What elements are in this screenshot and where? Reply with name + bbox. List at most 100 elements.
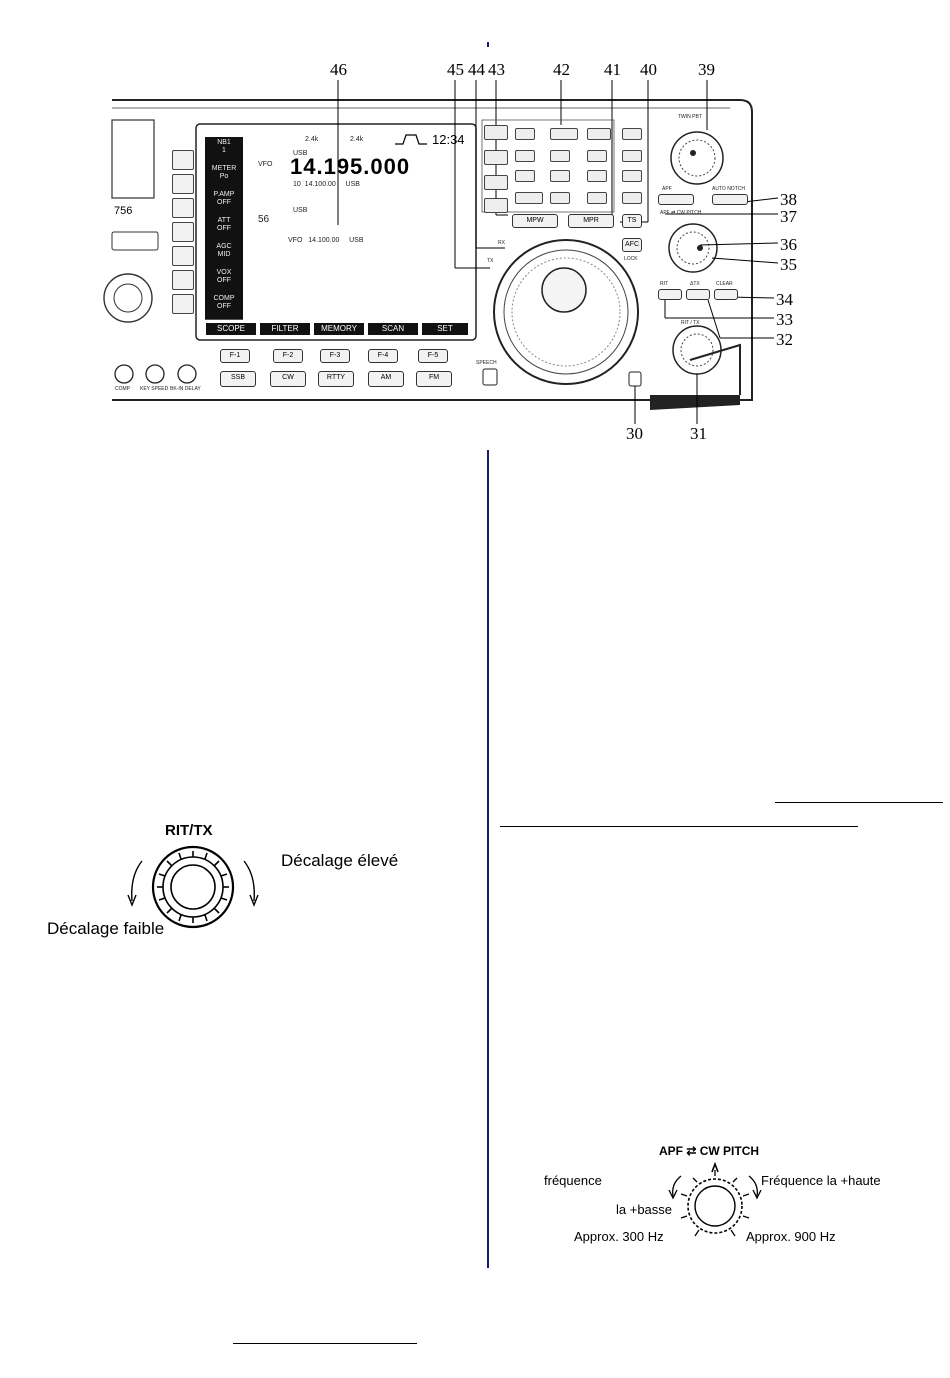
f5-key: F-5: [418, 349, 448, 363]
filter-shape-icon: [395, 134, 427, 145]
rtty-key: RTTY: [318, 371, 354, 387]
approx-300hz-label: Approx. 300 Hz: [574, 1229, 664, 1244]
softkey-filter: FILTER: [260, 323, 310, 335]
label-lock: LOCK: [624, 256, 638, 262]
mpr-key: MPR: [568, 214, 614, 228]
apf-cw-pitch-title: APF ⇄ CW PITCH: [659, 1144, 760, 1158]
underline: [500, 826, 858, 827]
high-offset-label: Décalage élevé: [281, 851, 399, 870]
keypad-key: [587, 128, 611, 140]
side-button: [172, 294, 194, 314]
column-divider: [487, 450, 489, 1268]
label-bk-in-delay: BK-IN DELAY: [170, 386, 201, 392]
side-button: [172, 150, 194, 170]
lcd-side-key-meter: METER Po: [205, 163, 243, 190]
keypad-key: [484, 125, 508, 140]
afc-key: AFC: [622, 238, 642, 252]
lcd-mode-top: USB: [293, 150, 308, 157]
lcd-side-key-nb1: NB1 1: [205, 137, 243, 164]
auto-notch-key: [712, 194, 748, 205]
softkey-set: SET: [422, 323, 468, 335]
underline: [233, 1343, 417, 1344]
keypad-key: [484, 175, 508, 190]
callout-41: 41: [604, 60, 621, 79]
lcd-main-frequency: 14.195.000: [290, 154, 411, 179]
keypad-key: [622, 128, 642, 140]
label-twin-pbt: TWIN PBT: [678, 114, 702, 120]
low-frequency-label-line1: fréquence: [544, 1173, 602, 1188]
keypad-key: [484, 150, 508, 165]
label-rit-tx: RIT / TX: [681, 320, 700, 326]
callout-43: 43: [488, 60, 505, 79]
callout-44: 44: [468, 60, 485, 79]
clear-key: [714, 289, 738, 300]
callout-30: 30: [626, 424, 643, 443]
callout-32: 32: [776, 330, 793, 349]
apf-cw-pitch-knob-figure: APF ⇄ CW PITCH fréquence la +basse Fréqu…: [530, 1138, 910, 1253]
keypad-key: [587, 150, 607, 162]
softkey-scope: SCOPE: [206, 323, 256, 335]
rit-tx-knob-icon: [127, 845, 259, 929]
callout-42: 42: [553, 60, 570, 79]
label-delta-tx: ΔTX: [690, 281, 700, 287]
callout-35: 35: [780, 255, 797, 274]
keypad-key: [550, 170, 570, 182]
rit-tx-title: RIT/TX: [165, 822, 213, 839]
lcd-mode-mid: USB: [293, 207, 308, 214]
radio-body-drawing: [103, 80, 779, 424]
keypad-key: [515, 170, 535, 182]
mpw-key: MPW: [512, 214, 558, 228]
f4-key: F-4: [368, 349, 398, 363]
keypad-key: [622, 192, 642, 204]
f2-key: F-2: [273, 349, 303, 363]
label-comp: COMP: [115, 386, 130, 392]
apf-key: [658, 194, 694, 205]
cw-key: CW: [270, 371, 306, 387]
side-button: [172, 198, 194, 218]
side-button: [172, 222, 194, 242]
label-apf-cw-pitch: APF ⇄ CW PITCH: [660, 210, 702, 216]
f1-key: F-1: [220, 349, 250, 363]
label-rit: RIT: [660, 281, 669, 287]
keypad-key: [550, 150, 570, 162]
label-apf: APF: [662, 186, 672, 192]
keypad-key: [587, 170, 607, 182]
label-tx: TX: [487, 258, 494, 264]
fm-key: FM: [416, 371, 452, 387]
lcd-bottom-line: VFO 14.100.00 USB: [288, 237, 364, 244]
keypad-key: [622, 170, 642, 182]
keypad-key: [550, 128, 578, 140]
softkey-scan: SCAN: [368, 323, 418, 335]
callout-33: 33: [776, 310, 793, 329]
keypad-key: [587, 192, 607, 204]
apf-knob-icon: [668, 1162, 762, 1237]
underline: [775, 802, 943, 803]
f3-key: F-3: [320, 349, 350, 363]
lcd-side-key-att: ATT OFF: [205, 215, 243, 242]
softkey-memory: MEMORY: [314, 323, 364, 335]
callout-37: 37: [780, 207, 797, 226]
lcd-bandwidth-2: 2.4k: [350, 136, 364, 143]
lcd-vfo-label: VFO: [258, 161, 273, 168]
top-mark: [487, 42, 489, 47]
lcd-memo-number: 56: [258, 214, 270, 225]
side-button: [172, 174, 194, 194]
callout-40: 40: [640, 60, 657, 79]
model-number-fragment: 756: [114, 205, 133, 217]
keypad-key: [484, 198, 508, 213]
am-key: AM: [368, 371, 404, 387]
callout-36: 36: [780, 235, 797, 254]
delta-tx-key: [686, 289, 710, 300]
callout-34: 34: [776, 290, 793, 309]
side-button: [172, 246, 194, 266]
keypad-key: [515, 150, 535, 162]
lcd-side-key-comp: COMP OFF: [205, 293, 243, 320]
callout-39: 39: [698, 60, 715, 79]
lcd-side-key-preamp: P.AMP OFF: [205, 189, 243, 216]
approx-900hz-label: Approx. 900 Hz: [746, 1229, 836, 1244]
lcd-sub-line: 10 14.100.00 USB: [293, 181, 360, 188]
lcd-bandwidth-1: 2.4k: [305, 136, 319, 143]
keypad-key: [550, 192, 570, 204]
label-speech: SPEECH: [476, 360, 497, 366]
callout-38: 38: [780, 190, 797, 209]
